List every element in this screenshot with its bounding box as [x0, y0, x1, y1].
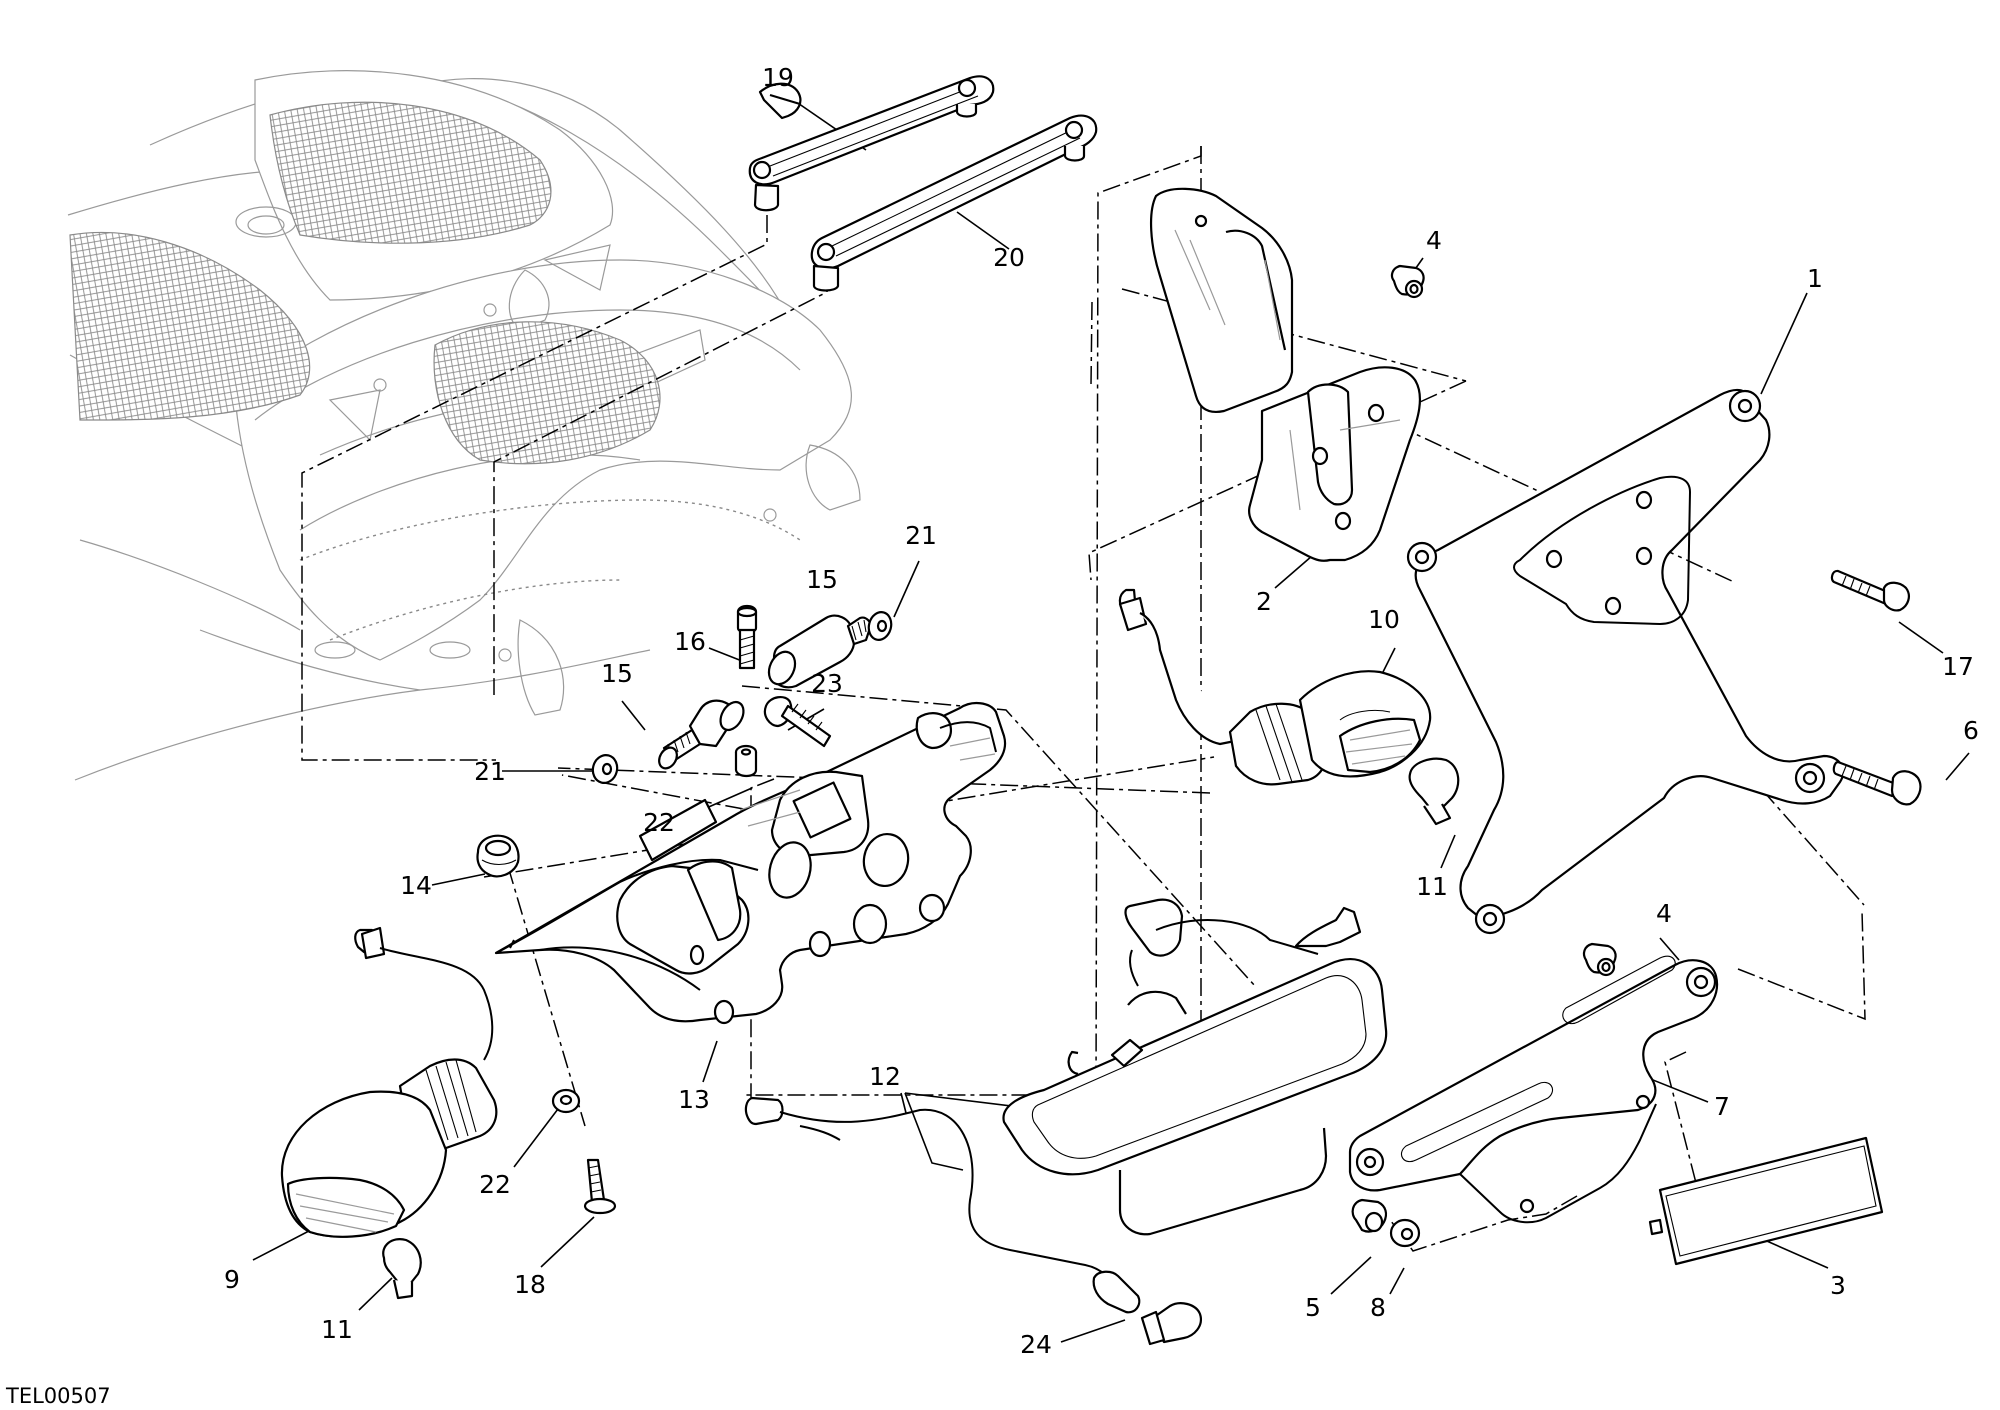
part-13-light-support [494, 702, 1007, 1025]
callout-12: 12 [869, 1062, 901, 1091]
part-11-bulb-upper [1408, 757, 1460, 826]
part-21-washer-lower [591, 754, 619, 784]
callout-22-upper: 22 [643, 808, 675, 837]
callout-labels: 19 20 4 1 21 15 16 2 10 17 15 23 21 22 6… [224, 63, 1979, 1359]
tail-mesh-grilles [69, 101, 661, 465]
callout-10: 10 [1368, 605, 1400, 634]
callout-11-lower: 11 [321, 1315, 353, 1344]
part-16-screw [736, 604, 758, 670]
part-19-bracket [748, 75, 995, 212]
callout-5: 5 [1305, 1293, 1321, 1322]
callout-14: 14 [400, 871, 432, 900]
part-20-bracket [810, 114, 1098, 292]
part-12-tail-light [1002, 898, 1388, 1236]
callout-21-lower: 21 [474, 757, 506, 786]
part-11-bulb-lower [382, 1238, 422, 1300]
part-4-nut-lower [1582, 942, 1617, 977]
callout-4-lower: 4 [1656, 899, 1672, 928]
callout-20: 20 [993, 243, 1025, 272]
callout-24: 24 [1020, 1330, 1052, 1359]
callout-9: 9 [224, 1265, 240, 1294]
part-12-wire-harness [744, 1096, 1141, 1314]
callout-3: 3 [1830, 1271, 1846, 1300]
callout-23: 23 [811, 669, 843, 698]
callout-17: 17 [1942, 652, 1974, 681]
part-2-side-bracket [1149, 187, 1422, 562]
callout-11-upper: 11 [1416, 872, 1448, 901]
callout-21-upper: 21 [905, 521, 937, 550]
part-18-screw [583, 1158, 617, 1215]
part-7-plate-bracket [1348, 955, 1719, 1224]
callout-8: 8 [1370, 1293, 1386, 1322]
part-15-spacer-lower [658, 699, 745, 770]
part-10-turn-signal [1118, 588, 1432, 786]
callout-2: 2 [1256, 587, 1272, 616]
callout-4-upper: 4 [1426, 226, 1442, 255]
part-5-nut [1351, 1198, 1388, 1233]
part-24-bulb-small [1140, 1302, 1202, 1346]
callout-6: 6 [1963, 716, 1979, 745]
part-22-spacer-upper [734, 744, 758, 778]
part-1-plate-holder [1406, 388, 1845, 935]
callout-19: 19 [762, 63, 794, 92]
callout-1: 1 [1807, 264, 1823, 293]
part-14-grommet [476, 834, 520, 878]
callout-15-upper: 15 [806, 565, 838, 594]
part-8-washer [1389, 1218, 1421, 1248]
part-22-washer-lower [551, 1088, 581, 1114]
part-21-washer-upper [867, 611, 893, 641]
part-3-reflector [1648, 1136, 1884, 1266]
part-4-nut-upper [1390, 264, 1425, 299]
callout-18: 18 [514, 1270, 546, 1299]
callout-13: 13 [678, 1085, 710, 1114]
part-9-turn-signal [280, 926, 498, 1238]
part-6-screw [1832, 760, 1922, 806]
callout-7: 7 [1714, 1092, 1730, 1121]
callout-22-lower: 22 [479, 1170, 511, 1199]
callout-15-lower: 15 [601, 659, 633, 688]
drawing-code: TEL00507 [5, 1384, 111, 1408]
part-17-screw [1830, 569, 1910, 612]
part-23-screw [763, 696, 832, 748]
callout-16: 16 [674, 627, 706, 656]
